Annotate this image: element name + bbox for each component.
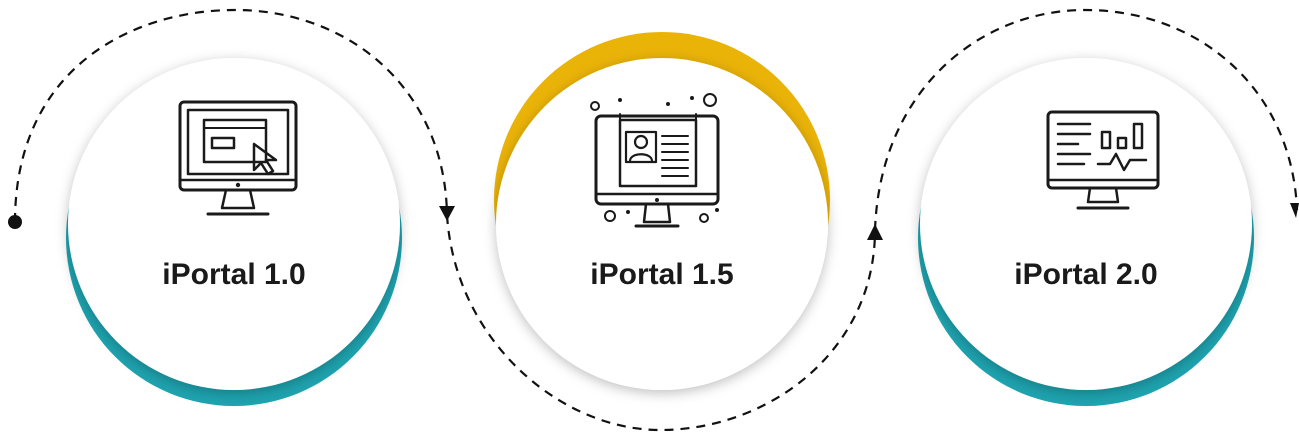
connector-arc-2: [445, 214, 877, 432]
connector-start-dot: [8, 215, 22, 229]
monitor-profile-icon: [590, 93, 720, 228]
stage-iportal-1-5: iPortal 1.5: [494, 32, 830, 390]
connector-arrow-down: [439, 206, 455, 221]
connector-arrow-end: [1290, 203, 1299, 218]
stage-disc: [68, 58, 400, 390]
monitor-analytics-icon: [1046, 110, 1160, 210]
stage-label: iPortal 1.5: [590, 258, 733, 291]
monitor-cursor-icon: [178, 100, 298, 216]
connector-arc-3: [873, 8, 1299, 231]
stage-disc: [496, 58, 828, 390]
stage-iportal-2-0: iPortal 2.0: [918, 58, 1254, 406]
connector-arc-1: [13, 8, 449, 223]
connector-arrow-up: [867, 224, 883, 240]
stage-disc: [920, 58, 1252, 390]
stage-label: iPortal 1.0: [162, 258, 305, 291]
connector-path: [13, 8, 1299, 432]
stage-iportal-1-0: iPortal 1.0: [66, 58, 402, 406]
stage-label: iPortal 2.0: [1014, 258, 1157, 291]
